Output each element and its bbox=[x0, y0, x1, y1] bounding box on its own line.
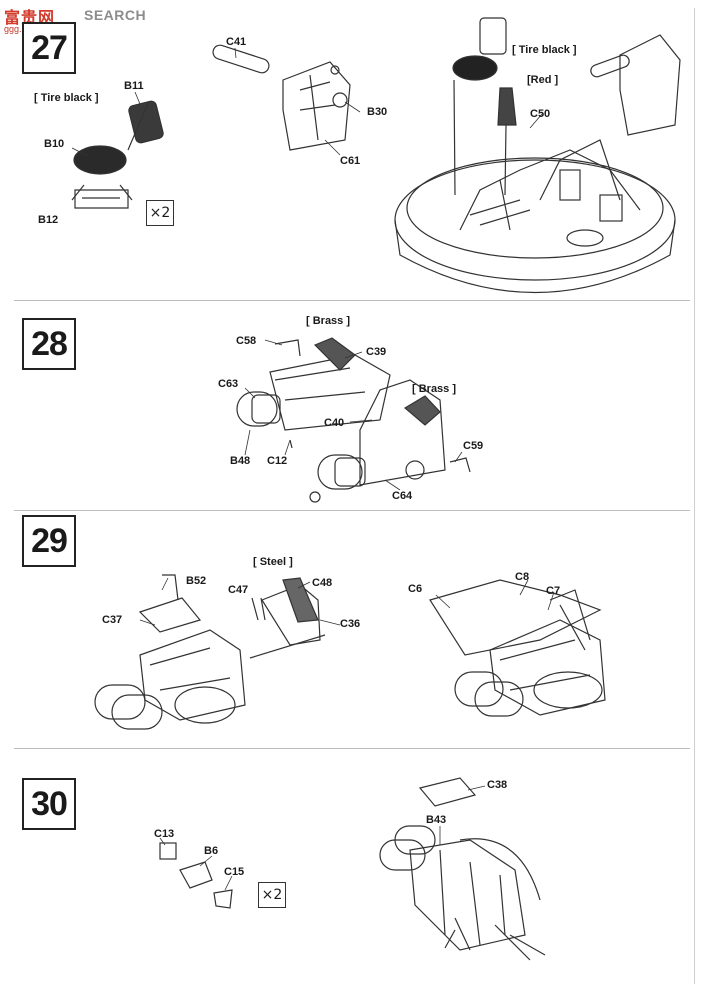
step-number-28: 28 bbox=[22, 318, 76, 370]
section-divider bbox=[14, 510, 690, 511]
section-divider bbox=[14, 748, 690, 749]
part-label: C6 bbox=[408, 583, 423, 595]
paint-callout: [ Tire black ] bbox=[512, 44, 577, 56]
part-label: B52 bbox=[186, 575, 207, 587]
bracket-drawing bbox=[212, 44, 351, 151]
part-label: B11 bbox=[124, 80, 144, 92]
part-label: B43 bbox=[426, 814, 447, 826]
part-label: C63 bbox=[218, 378, 239, 390]
section-divider bbox=[14, 300, 690, 301]
small-parts-drawing-30 bbox=[159, 842, 233, 909]
step-number-27: 27 bbox=[22, 22, 76, 74]
part-label: C8 bbox=[515, 571, 530, 583]
part-label: C64 bbox=[392, 490, 413, 502]
turret-ring-drawing bbox=[394, 17, 681, 294]
quantity-multiplier: ×2 bbox=[146, 200, 174, 226]
part-label: C58 bbox=[236, 335, 257, 347]
instruction-sheet bbox=[10, 8, 695, 984]
part-label: C59 bbox=[463, 440, 484, 452]
step-number-30: 30 bbox=[22, 778, 76, 830]
part-label: B10 bbox=[44, 138, 65, 150]
part-label: C15 bbox=[224, 866, 245, 878]
part-label: C47 bbox=[228, 584, 249, 596]
watermark-brand: SEARCH bbox=[84, 7, 147, 23]
part-label: B48 bbox=[230, 455, 251, 467]
part-label: C50 bbox=[530, 108, 551, 120]
paint-callout: [ Brass ] bbox=[412, 383, 457, 395]
part-label: C61 bbox=[340, 155, 361, 167]
part-label: B30 bbox=[367, 106, 388, 118]
part-label: C40 bbox=[324, 417, 345, 429]
quantity-multiplier: ×2 bbox=[258, 882, 286, 908]
paint-callout: [ Steel ] bbox=[253, 556, 293, 568]
leader-lines bbox=[71, 47, 555, 891]
paint-callout: [ Brass ] bbox=[306, 315, 351, 327]
part-label: B6 bbox=[204, 845, 219, 857]
gun-mount-drawing-29b bbox=[429, 579, 606, 717]
gun-mount-drawing-29a bbox=[94, 574, 326, 730]
part-label: C7 bbox=[546, 585, 561, 597]
seat-drawing bbox=[71, 100, 164, 209]
paint-callout: [Red ] bbox=[527, 74, 559, 86]
part-label: C38 bbox=[487, 779, 508, 791]
part-label: C37 bbox=[102, 614, 123, 626]
part-label: C12 bbox=[267, 455, 288, 467]
part-label: C13 bbox=[154, 828, 175, 840]
gun-mount-drawing-28 bbox=[236, 337, 471, 503]
paint-callout: [ Tire black ] bbox=[34, 92, 99, 104]
part-label: C41 bbox=[226, 36, 247, 48]
step-number-29: 29 bbox=[22, 515, 76, 567]
part-label: C36 bbox=[340, 618, 361, 630]
part-label: C48 bbox=[312, 577, 333, 589]
part-label: B12 bbox=[38, 214, 59, 226]
part-label: C39 bbox=[366, 346, 387, 358]
gun-mount-drawing-30 bbox=[379, 777, 546, 961]
